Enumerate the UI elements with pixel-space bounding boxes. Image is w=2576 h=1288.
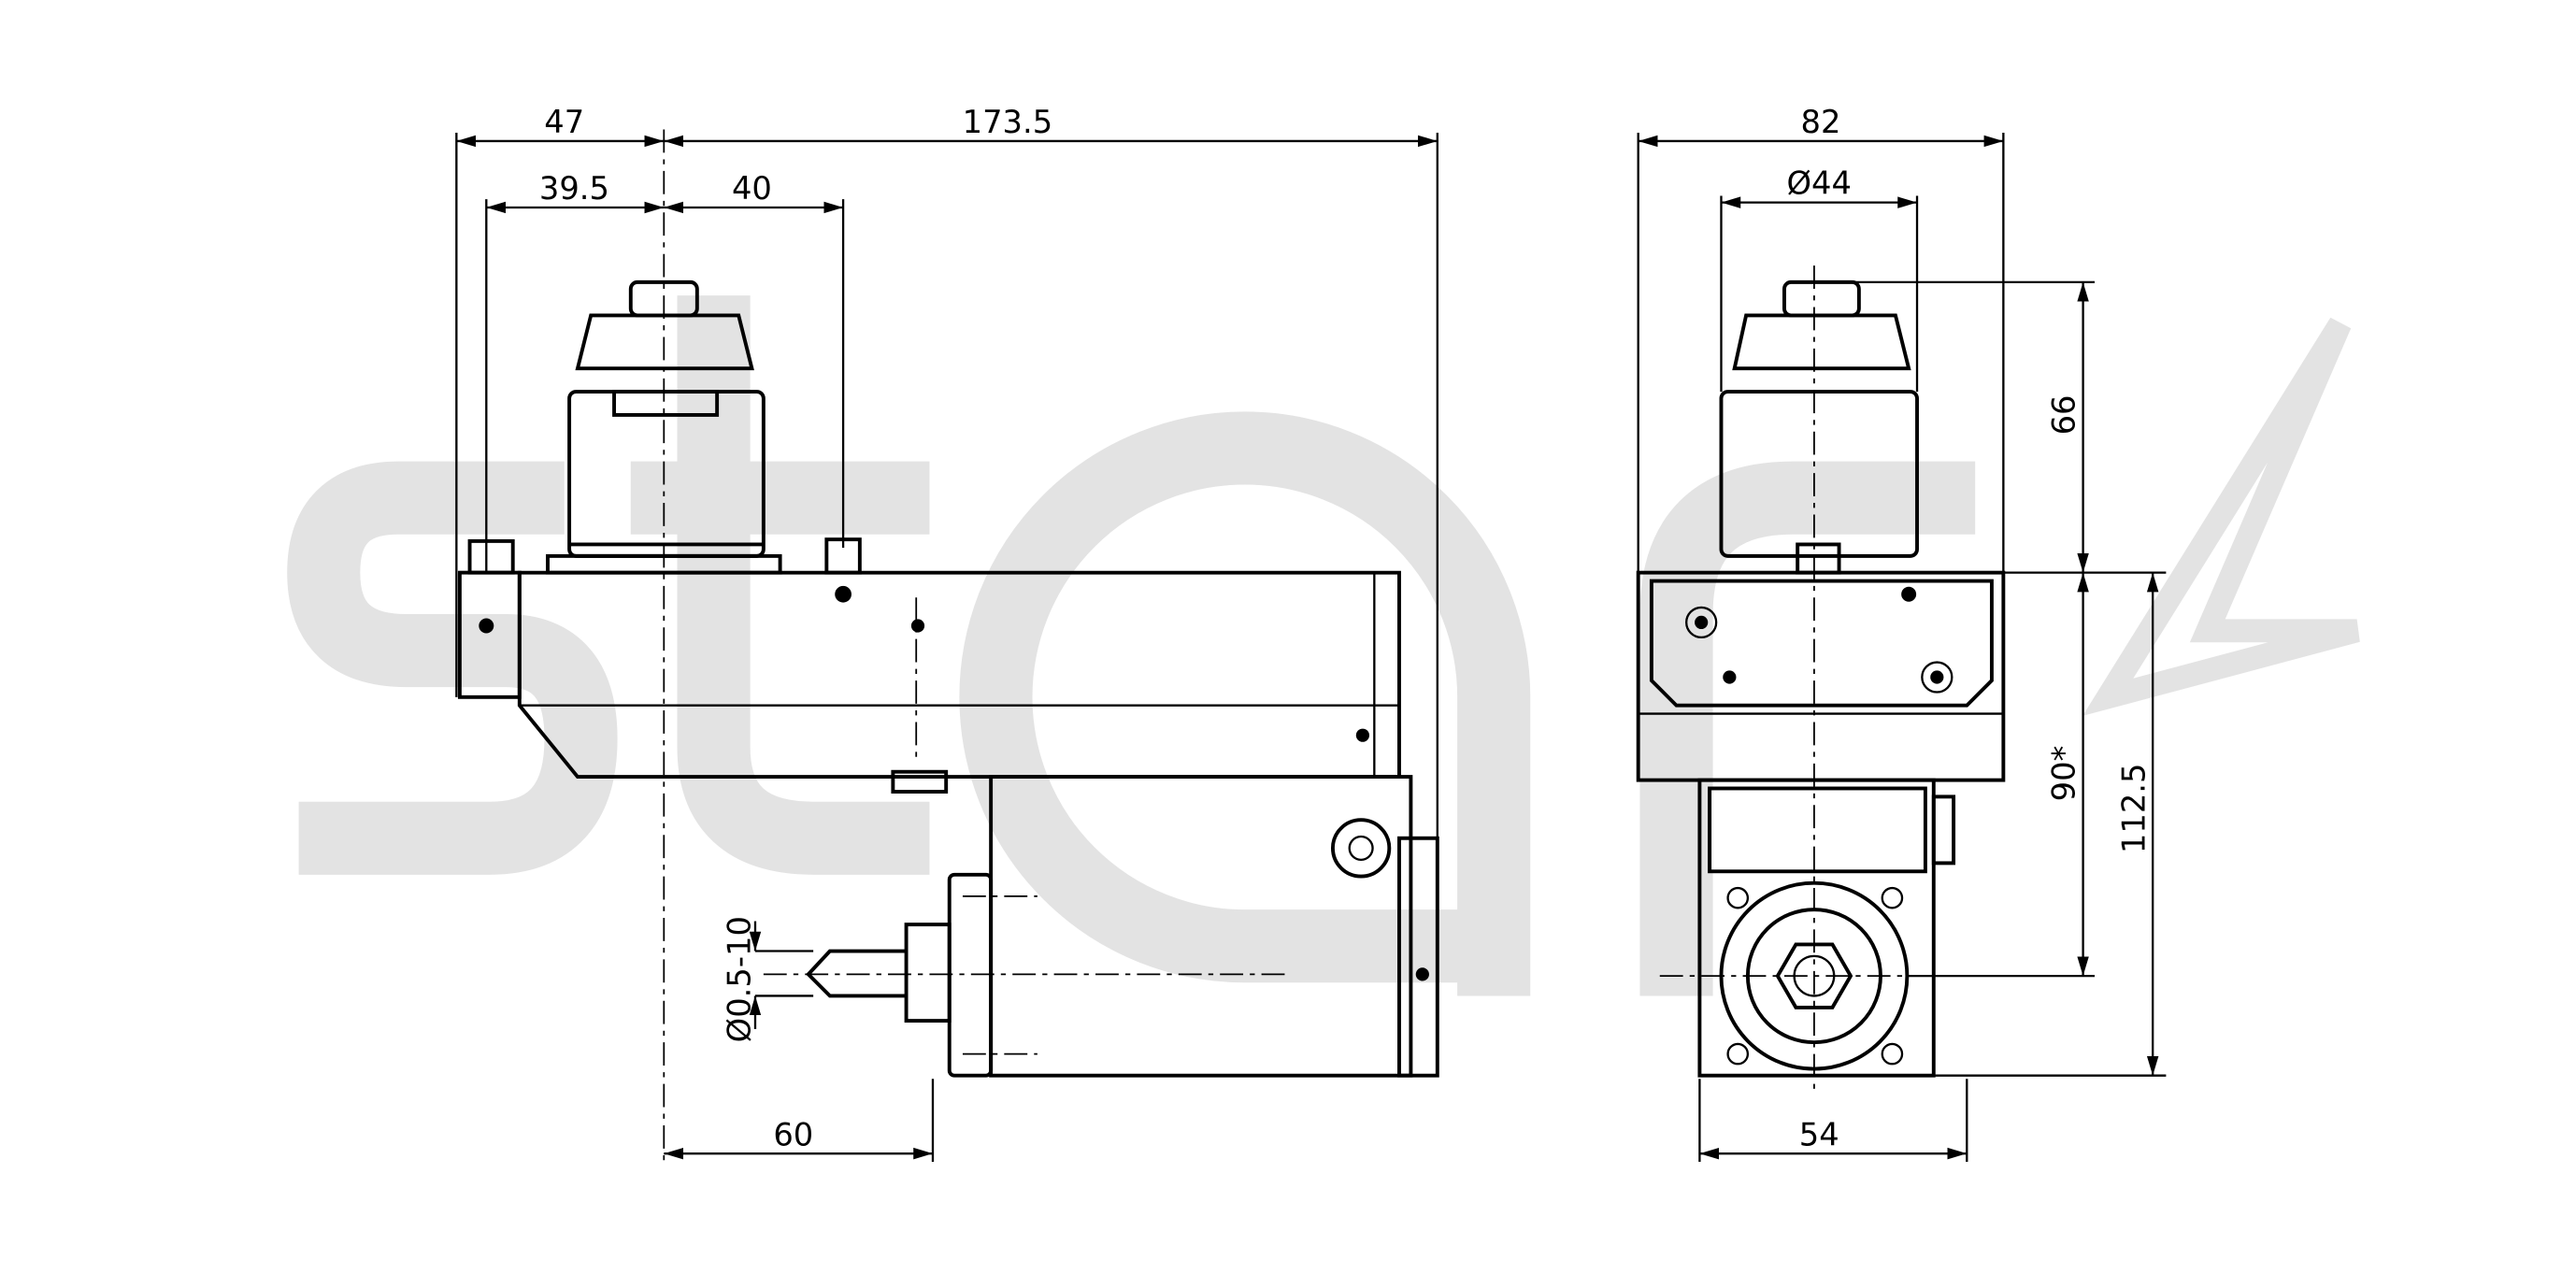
dim-82: 82 xyxy=(1801,104,1841,140)
dim-tool-diameter: Ø0.5-10 xyxy=(722,916,758,1042)
dim-40: 40 xyxy=(732,170,772,207)
dim-39-5: 39.5 xyxy=(539,170,609,207)
dim-173-5: 173.5 xyxy=(963,104,1053,140)
side-view: 47 173.5 39.5 40 60 Ø0.5-10 xyxy=(455,104,1439,1163)
dim-44: Ø44 xyxy=(1787,165,1852,202)
watermark-star xyxy=(2082,317,2360,716)
dim-47: 47 xyxy=(544,104,584,140)
watermark-letter-s xyxy=(287,461,618,875)
watermark-logo xyxy=(287,295,2360,996)
dim-54: 54 xyxy=(1799,1116,1839,1152)
dim-90: 90* xyxy=(2046,746,2082,802)
front-view: 82 Ø44 66 90* 112.5 54 xyxy=(1636,104,2167,1163)
dim-66: 66 xyxy=(2046,394,2082,435)
dim-60: 60 xyxy=(773,1116,813,1152)
dim-112-5: 112.5 xyxy=(2115,764,2152,854)
watermark-letter-a xyxy=(959,411,1531,996)
watermark-letter-t xyxy=(630,295,930,875)
watermark-letter-r xyxy=(1639,461,1976,996)
